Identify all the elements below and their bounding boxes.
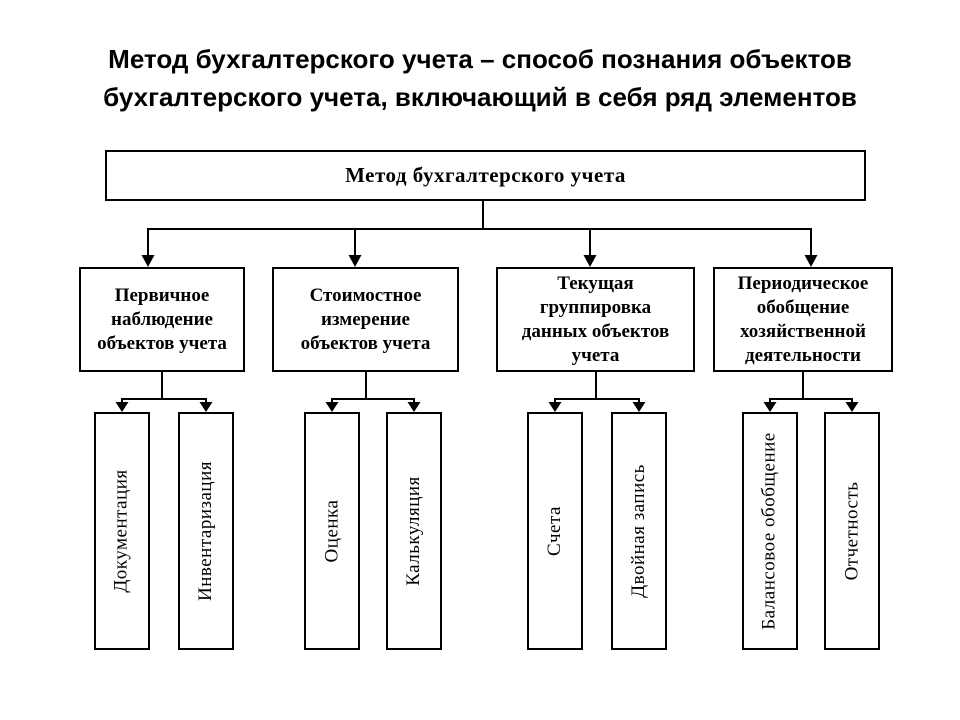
branch-box-current-grouping-label: Текущая группировка данных объектов учет… (521, 272, 670, 366)
page-title: Метод бухгалтерского учета – способ позн… (0, 40, 960, 116)
branch-box-primary-observation-label: Первичное наблюдение объектов учета (97, 284, 227, 354)
leaf-box-accounts-label: Счета (543, 506, 565, 556)
page-title-line-2: бухгалтерского учета, включающий в себя … (103, 82, 857, 112)
leaf-box-balance-summary-label: Балансовое обобщение (759, 432, 781, 630)
root-box: Метод бухгалтерского учета (105, 150, 866, 201)
branch-box-primary-observation: Первичное наблюдение объектов учета (79, 267, 245, 372)
leaf-box-balance-summary: Балансовое обобщение (742, 412, 798, 650)
branch-box-periodic-summary-label: Периодическое обобщение хозяйственной де… (737, 272, 869, 366)
leaf-box-documentation-label: Документация (111, 469, 132, 593)
root-connectors (147, 201, 812, 257)
leaf-arrowheads (115, 402, 859, 412)
root-box-label: Метод бухгалтерского учета (345, 163, 626, 187)
branch-box-valuation-measurement: Стоимостное измерение объектов учета (272, 267, 459, 372)
pair-connectors (121, 372, 853, 404)
leaf-box-inventory-taking-label: Инвентаризация (195, 461, 216, 601)
leaf-box-double-entry: Двойная запись (611, 412, 667, 650)
branch-arrowheads (141, 255, 818, 267)
leaf-box-accounts: Счета (527, 412, 583, 650)
leaf-box-reporting-label: Отчетность (841, 481, 863, 581)
leaf-box-valuation: Оценка (304, 412, 360, 650)
leaf-box-documentation: Документация (94, 412, 150, 650)
leaf-box-double-entry-label: Двойная запись (628, 464, 649, 598)
branch-box-valuation-measurement-label: Стоимостное измерение объектов учета (300, 284, 431, 354)
branch-box-current-grouping: Текущая группировка данных объектов учет… (496, 267, 695, 372)
leaf-box-inventory-taking: Инвентаризация (178, 412, 234, 650)
branch-box-periodic-summary: Периодическое обобщение хозяйственной де… (713, 267, 893, 372)
leaf-box-calculation-label: Калькуляция (403, 476, 424, 586)
leaf-box-valuation-label: Оценка (321, 499, 342, 563)
leaf-box-reporting: Отчетность (824, 412, 880, 650)
leaf-box-calculation: Калькуляция (386, 412, 442, 650)
page-title-line-1: Метод бухгалтерского учета – способ позн… (108, 44, 852, 74)
